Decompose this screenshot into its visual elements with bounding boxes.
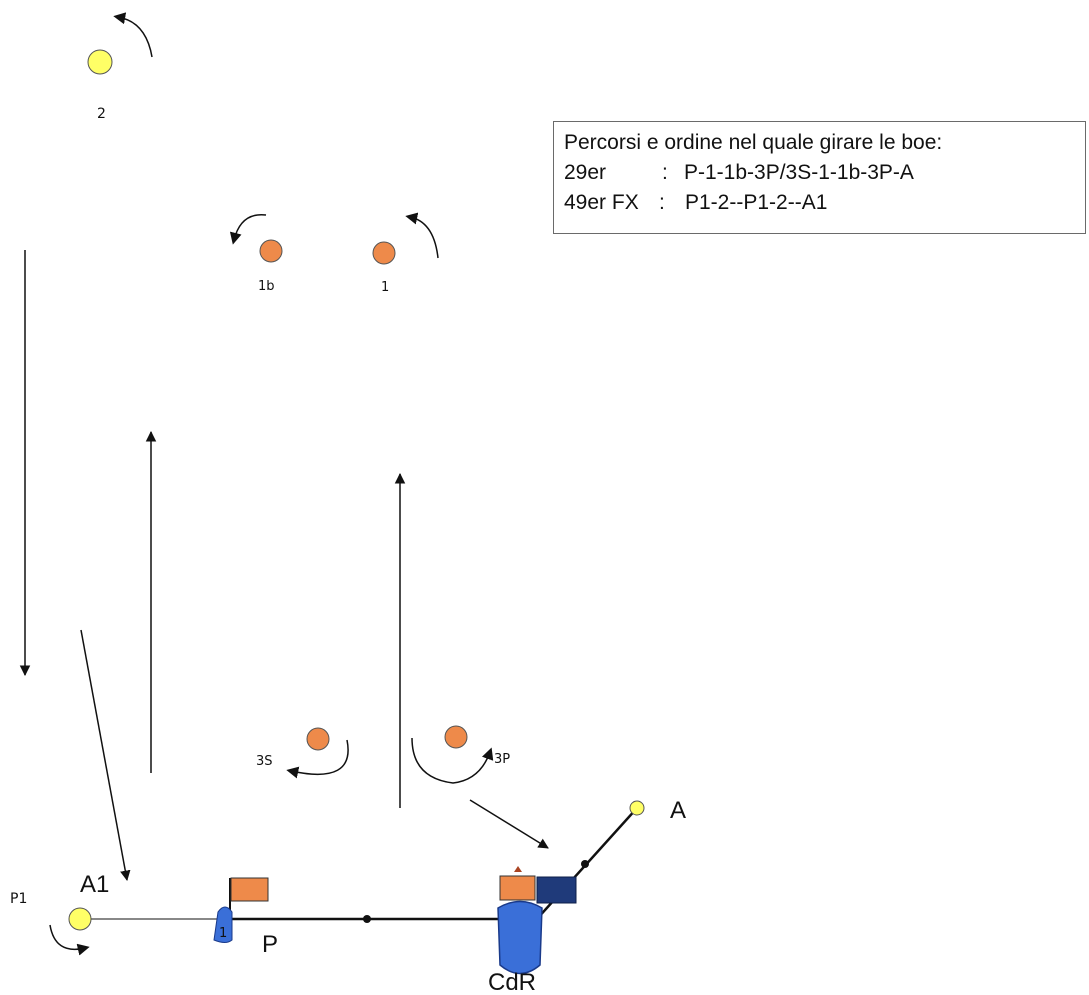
legend-class-29er: 29er <box>564 161 607 184</box>
rounding-arc-p1 <box>49 924 90 956</box>
start-line-midpoint <box>363 915 371 923</box>
legend-route-49er: P1-2--P1-2--A1 <box>685 191 828 214</box>
legend-route-29er: P-1-1b-3P/3S-1-1b-3P-A <box>684 161 914 184</box>
rounding-arc-3p <box>411 737 494 784</box>
course-legend: Percorsi e ordine nel quale girare le bo… <box>553 121 1086 234</box>
legend-sep-29er: : <box>662 161 668 184</box>
legend-row-29er: 29er: P-1-1b-3P/3S-1-1b-3P-A <box>564 158 1085 188</box>
label-cdr: CdR <box>488 969 536 995</box>
buoy-a <box>629 800 645 816</box>
rounding-arc-1 <box>405 212 439 259</box>
label-2: 2 <box>97 106 106 122</box>
finish-line-a <box>526 807 638 931</box>
rounding-arc-2 <box>113 12 153 58</box>
label-3s: 3S <box>256 754 273 769</box>
pin-boat-number: 1 <box>219 926 227 941</box>
finish-line-midpoint <box>581 860 589 868</box>
legend-title: Percorsi e ordine nel quale girare le bo… <box>564 131 943 154</box>
committee-mast-tip <box>514 866 522 872</box>
label-1: 1 <box>381 280 389 295</box>
pin-orange-flag <box>230 877 269 902</box>
label-p1: P1 <box>10 891 27 907</box>
rounding-arc-3s <box>286 739 349 779</box>
committee-boat <box>497 900 543 975</box>
label-p: P <box>262 931 278 958</box>
buoy-3p <box>444 725 468 749</box>
label-a: A <box>670 797 686 824</box>
finish-approach-arrow-a <box>469 799 549 849</box>
label-1b: 1b <box>258 279 275 294</box>
label-3p: 3P <box>494 752 510 767</box>
pin-boat <box>213 906 233 943</box>
legend-sep-49er: : <box>659 191 665 214</box>
buoy-p1 <box>68 907 92 931</box>
buoy-1b <box>259 239 283 263</box>
finish-approach-arrow-a1 <box>80 629 131 882</box>
label-a1: A1 <box>80 871 109 898</box>
rounding-arc-1b <box>229 213 267 245</box>
committee-navy-flag <box>536 876 577 904</box>
buoy-1 <box>372 241 396 265</box>
committee-orange-flag <box>499 875 536 901</box>
buoy-3s <box>306 727 330 751</box>
legend-row-49er: 49er FX: P1-2--P1-2--A1 <box>564 188 1085 218</box>
legend-class-49er: 49er FX <box>564 191 639 214</box>
buoy-2 <box>87 49 113 75</box>
